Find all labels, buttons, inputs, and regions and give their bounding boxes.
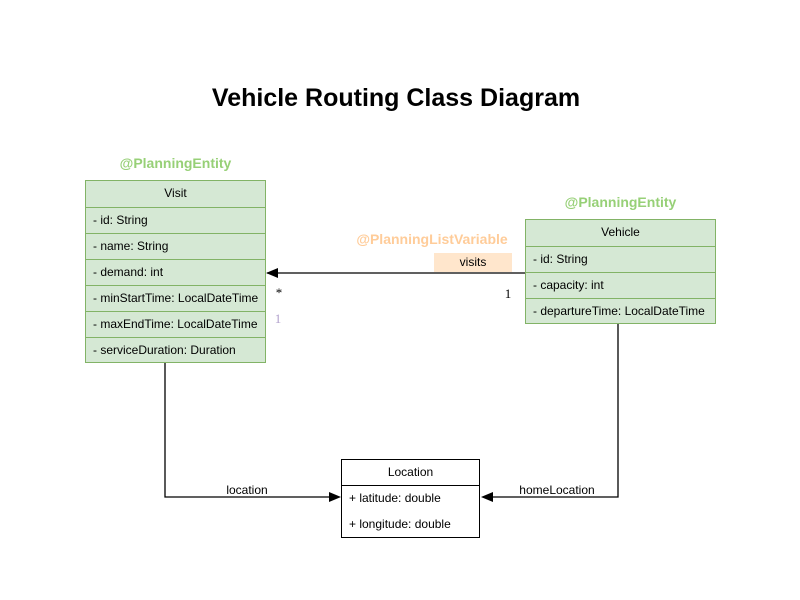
visit-class-name: Visit	[164, 186, 187, 200]
visit-attribute: - serviceDuration: Duration	[86, 337, 265, 363]
planning-list-variable-annotation: @PlanningListVariable	[356, 231, 508, 247]
location-attribute: + latitude: double	[349, 491, 441, 505]
visit-class[interactable]: Visit - id: String - name: String - dema…	[85, 180, 266, 363]
home-location-edge[interactable]	[481, 323, 619, 502]
vehicle-attribute: - departureTime: LocalDateTime	[526, 298, 715, 324]
vehicle-class[interactable]: Vehicle - id: String - capacity: int - d…	[525, 219, 716, 324]
vehicle-planning-entity-annotation: @PlanningEntity	[564, 194, 677, 210]
home-location-edge-label: homeLocation	[519, 483, 595, 497]
visits-edge[interactable]	[266, 268, 525, 278]
visit-planning-entity-annotation: @PlanningEntity	[119, 155, 232, 171]
location-edge[interactable]	[164, 362, 341, 502]
visits-source-multiplicity: 1	[504, 286, 512, 301]
home-location-arrowhead	[481, 492, 493, 502]
visits-edge-label-badge[interactable]: visits	[434, 253, 512, 272]
vehicle-attribute: - id: String	[526, 246, 715, 272]
visit-attribute: - name: String	[86, 233, 265, 259]
visit-attribute: - minStartTime: LocalDateTime	[86, 285, 265, 311]
vehicle-attribute: - capacity: int	[526, 272, 715, 298]
vehicle-class-name: Vehicle	[601, 225, 640, 239]
visits-secondary-multiplicity: 1	[274, 311, 282, 326]
visit-attribute: - id: String	[86, 207, 265, 233]
visit-attribute: - demand: int	[86, 259, 265, 285]
location-attribute: + longitude: double	[349, 517, 451, 531]
location-edge-label: location	[226, 483, 268, 497]
visits-arrowhead	[266, 268, 278, 278]
location-class-name: Location	[342, 460, 479, 486]
location-class[interactable]: Location + latitude: double + longitude:…	[341, 459, 480, 538]
location-arrowhead	[329, 492, 341, 502]
visit-attribute: - maxEndTime: LocalDateTime	[86, 311, 265, 337]
diagram-title: Vehicle Routing Class Diagram	[211, 84, 581, 112]
visits-target-multiplicity: *	[275, 285, 283, 300]
